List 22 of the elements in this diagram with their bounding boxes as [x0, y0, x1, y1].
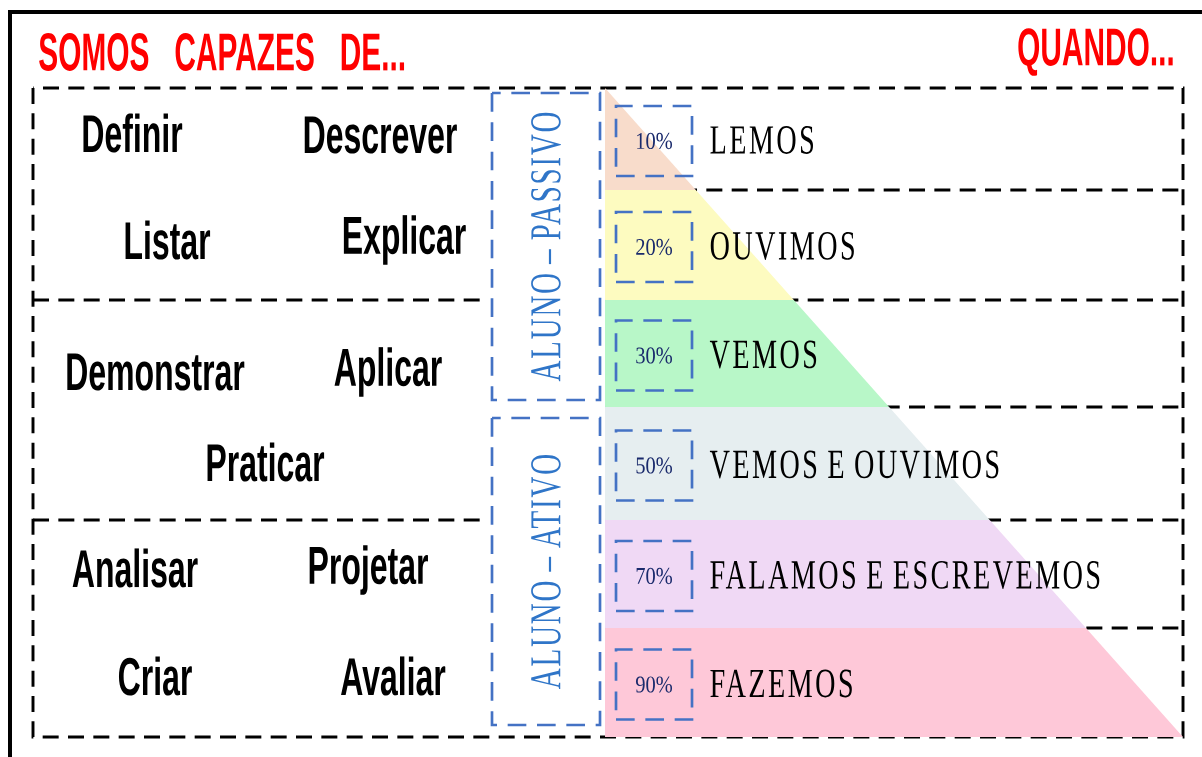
verb-text: Definir — [83, 113, 183, 153]
verb-text: Avaliar — [341, 656, 446, 696]
percent-box: 10% — [614, 104, 694, 178]
verb-text: Projetar — [309, 545, 428, 595]
verb-text: Praticar — [207, 442, 325, 482]
percent-box: 90% — [614, 648, 694, 721]
verb-text: Listar — [125, 220, 211, 260]
verb-text: Demonstrar — [67, 353, 245, 391]
verb-text: Descrever — [304, 116, 457, 154]
percent-box: 70% — [614, 539, 694, 613]
node-label: LEMOS — [710, 126, 814, 154]
side-box: ALUNO – ATIVO — [490, 416, 602, 727]
verb-text: Explicar — [343, 215, 466, 265]
percent-box: 20% — [614, 210, 694, 284]
percent-box: 50% — [614, 429, 694, 502]
verb-text: Analisar — [72, 548, 198, 588]
heading: SOMOS CAPAZES DE... — [39, 33, 405, 71]
percent-box: 30% — [614, 319, 694, 392]
verb-text: Aplicar — [334, 347, 442, 397]
verb-text: Criar — [118, 656, 192, 696]
side-box: ALUNO – PASSIVO — [490, 91, 602, 402]
heading: QUANDO... — [1018, 28, 1173, 76]
